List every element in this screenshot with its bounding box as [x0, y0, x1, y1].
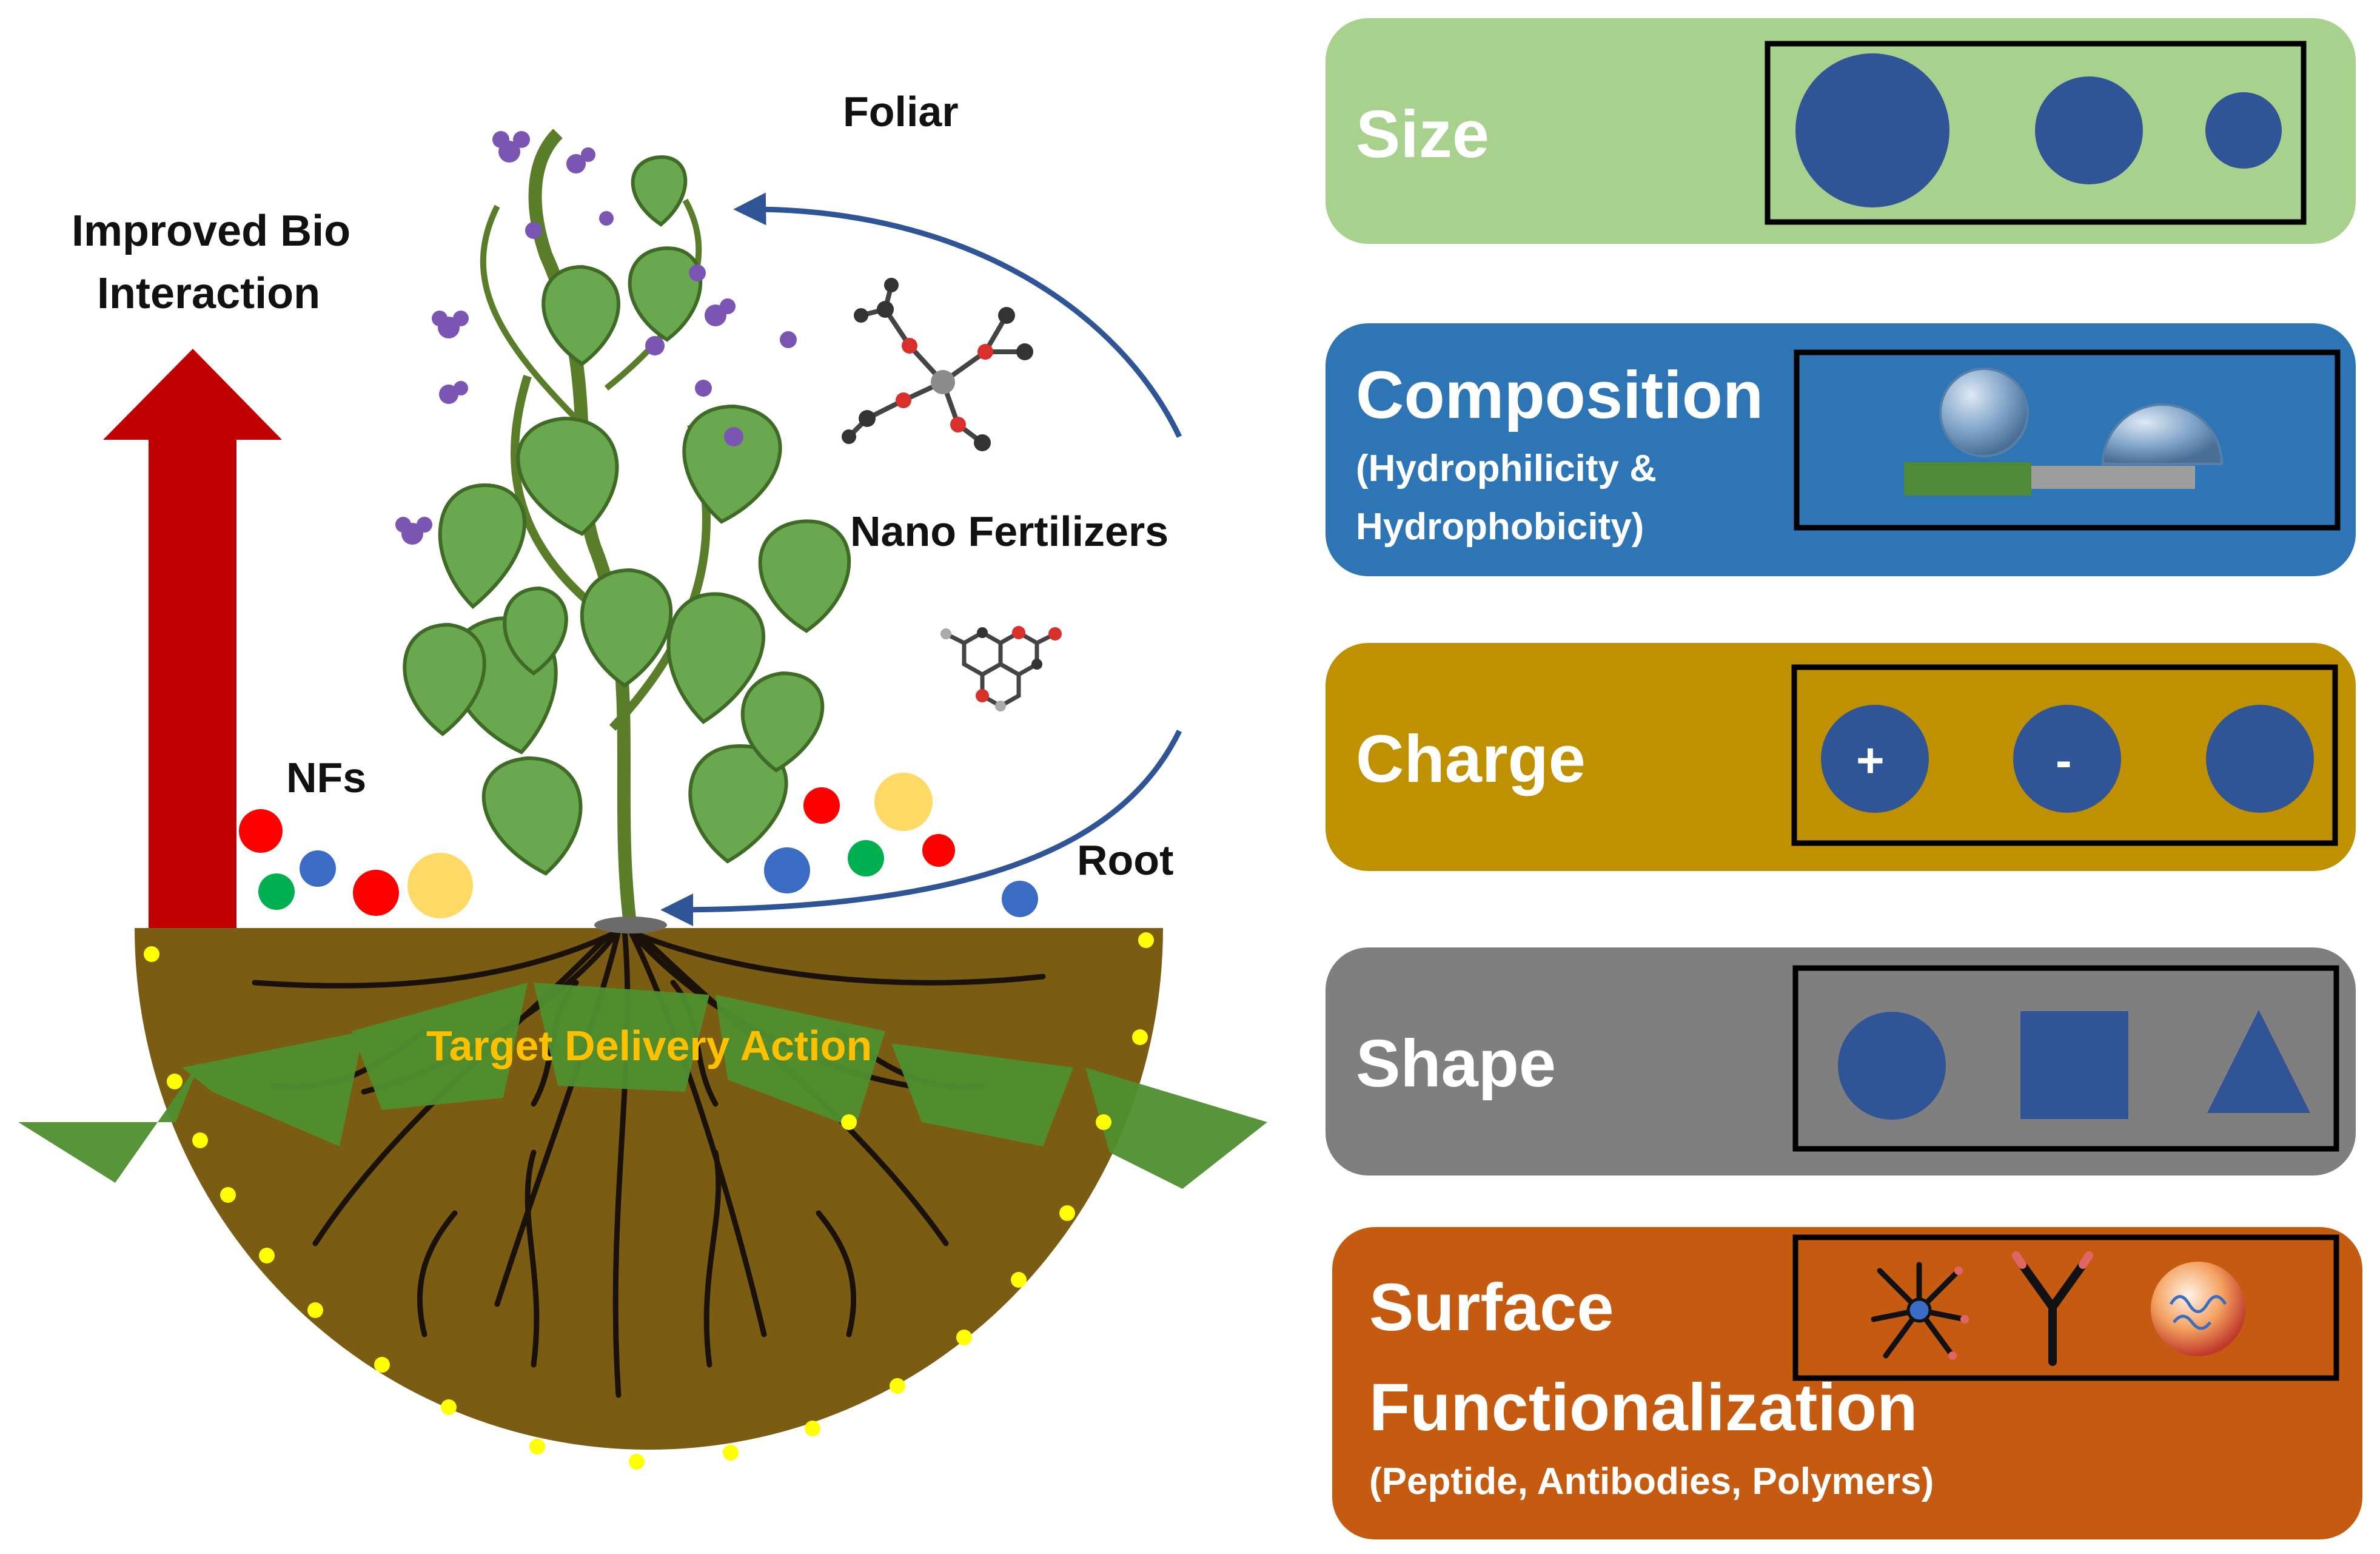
- charge-plus-mark: +: [1856, 733, 1885, 787]
- composition-subtitle-line2: Hydrophobicity): [1356, 506, 1644, 548]
- panel-shape: [1326, 947, 2356, 1176]
- medium-circle-icon: [2035, 76, 2143, 184]
- nfs-label: NFs: [286, 754, 367, 801]
- bio-interaction-label-line1: Improved Bio: [72, 207, 351, 255]
- root-label: Root: [1077, 836, 1174, 884]
- polymer-icon: [2151, 1262, 2245, 1356]
- panel-composition: [1326, 323, 2356, 576]
- soil-rim-dots: [144, 932, 1154, 1470]
- soil-leaf-bands: [18, 983, 1267, 1189]
- plant-illustration: [395, 129, 851, 933]
- bio-interaction-label-line2: Interaction: [97, 269, 321, 318]
- large-circle-icon: [1795, 53, 1949, 207]
- foliar-arrow: [733, 192, 1182, 438]
- surface-subtitle: (Peptide, Antibodies, Polymers): [1369, 1461, 1934, 1502]
- positive-particle-icon: [1821, 705, 1929, 813]
- nano-fertilizer-molecule-1: [842, 278, 1033, 451]
- shape-title: Shape: [1356, 1026, 1557, 1101]
- neutral-particle-icon: [2206, 705, 2314, 813]
- soil-hemisphere: [18, 928, 1267, 1470]
- hydrophobic-droplet-icon: [2101, 403, 2224, 465]
- composition-subtitle-line1: (Hydrophilicity &: [1356, 448, 1657, 489]
- root-arrow: [660, 730, 1182, 926]
- circle-shape-icon: [1838, 1012, 1946, 1120]
- charge-title: Charge: [1356, 722, 1586, 796]
- foliar-label: Foliar: [843, 88, 959, 135]
- square-shape-icon: [2020, 1011, 2128, 1119]
- target-delivery-label: Target Delivery Action: [426, 1022, 873, 1069]
- size-title: Size: [1356, 97, 1490, 172]
- peptide-icon: [1871, 1262, 1969, 1360]
- nano-fertilizer-molecule-2: [940, 626, 1062, 711]
- hydrophilic-droplet-icon: [1939, 368, 2029, 457]
- nf-particles: [239, 773, 1038, 918]
- improved-bio-interaction-arrow: [103, 349, 282, 928]
- panel-surface: [1332, 1227, 2362, 1539]
- negative-particle-icon: [2013, 705, 2121, 813]
- panel-size: [1326, 18, 2356, 244]
- panel-charge: [1326, 643, 2356, 871]
- composition-title: Composition: [1356, 358, 1764, 432]
- nano-fertilizers-label: Nano Fertilizers: [850, 508, 1169, 555]
- small-circle-icon: [2205, 92, 2282, 169]
- antibody-icon: [2012, 1251, 2093, 1366]
- surface-title-line2: Functionalization: [1369, 1370, 1918, 1445]
- surface-title-line1: Surface: [1369, 1270, 1614, 1345]
- triangle-shape-icon: [2207, 1010, 2310, 1113]
- charge-minus-mark: -: [2056, 733, 2072, 787]
